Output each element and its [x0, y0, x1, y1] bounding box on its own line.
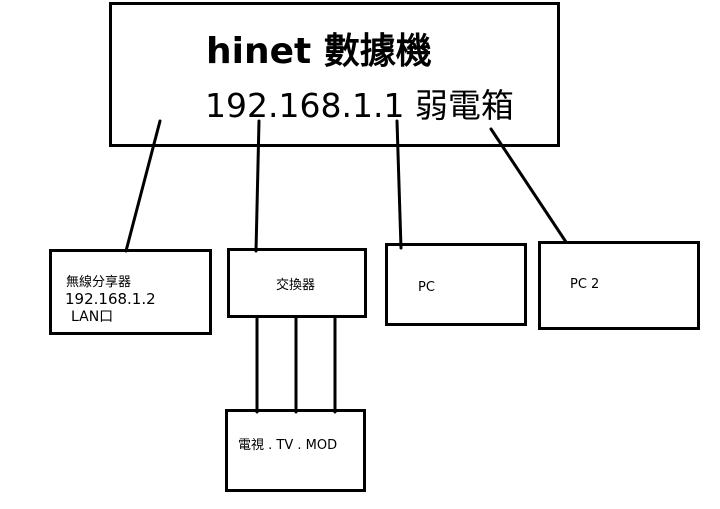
- wire-modem-pc: [395, 119, 403, 250]
- wire-modem-pc2: [489, 127, 568, 244]
- router-ip: 192.168.1.2: [65, 290, 156, 308]
- wire-modem-switch: [254, 119, 261, 253]
- tv-label: 電視 . TV . MOD: [238, 438, 338, 453]
- switch-label: 交換器: [276, 278, 316, 293]
- router-lan-port: LAN口: [71, 309, 114, 325]
- modem-subtitle: 192.168.1.1 弱電箱: [205, 86, 514, 125]
- modem-box: [109, 2, 560, 147]
- tv-box: [225, 409, 366, 492]
- router-box: [49, 249, 212, 335]
- pc-box: [385, 243, 527, 326]
- pc2-label: PC 2: [570, 277, 600, 292]
- pc-label: PC: [418, 280, 435, 295]
- modem-title: hinet 數據機: [206, 31, 432, 72]
- switch-box: [227, 248, 367, 318]
- pc2-box: [538, 241, 700, 330]
- wire-modem-router: [124, 119, 162, 253]
- router-name: 無線分享器: [66, 275, 132, 290]
